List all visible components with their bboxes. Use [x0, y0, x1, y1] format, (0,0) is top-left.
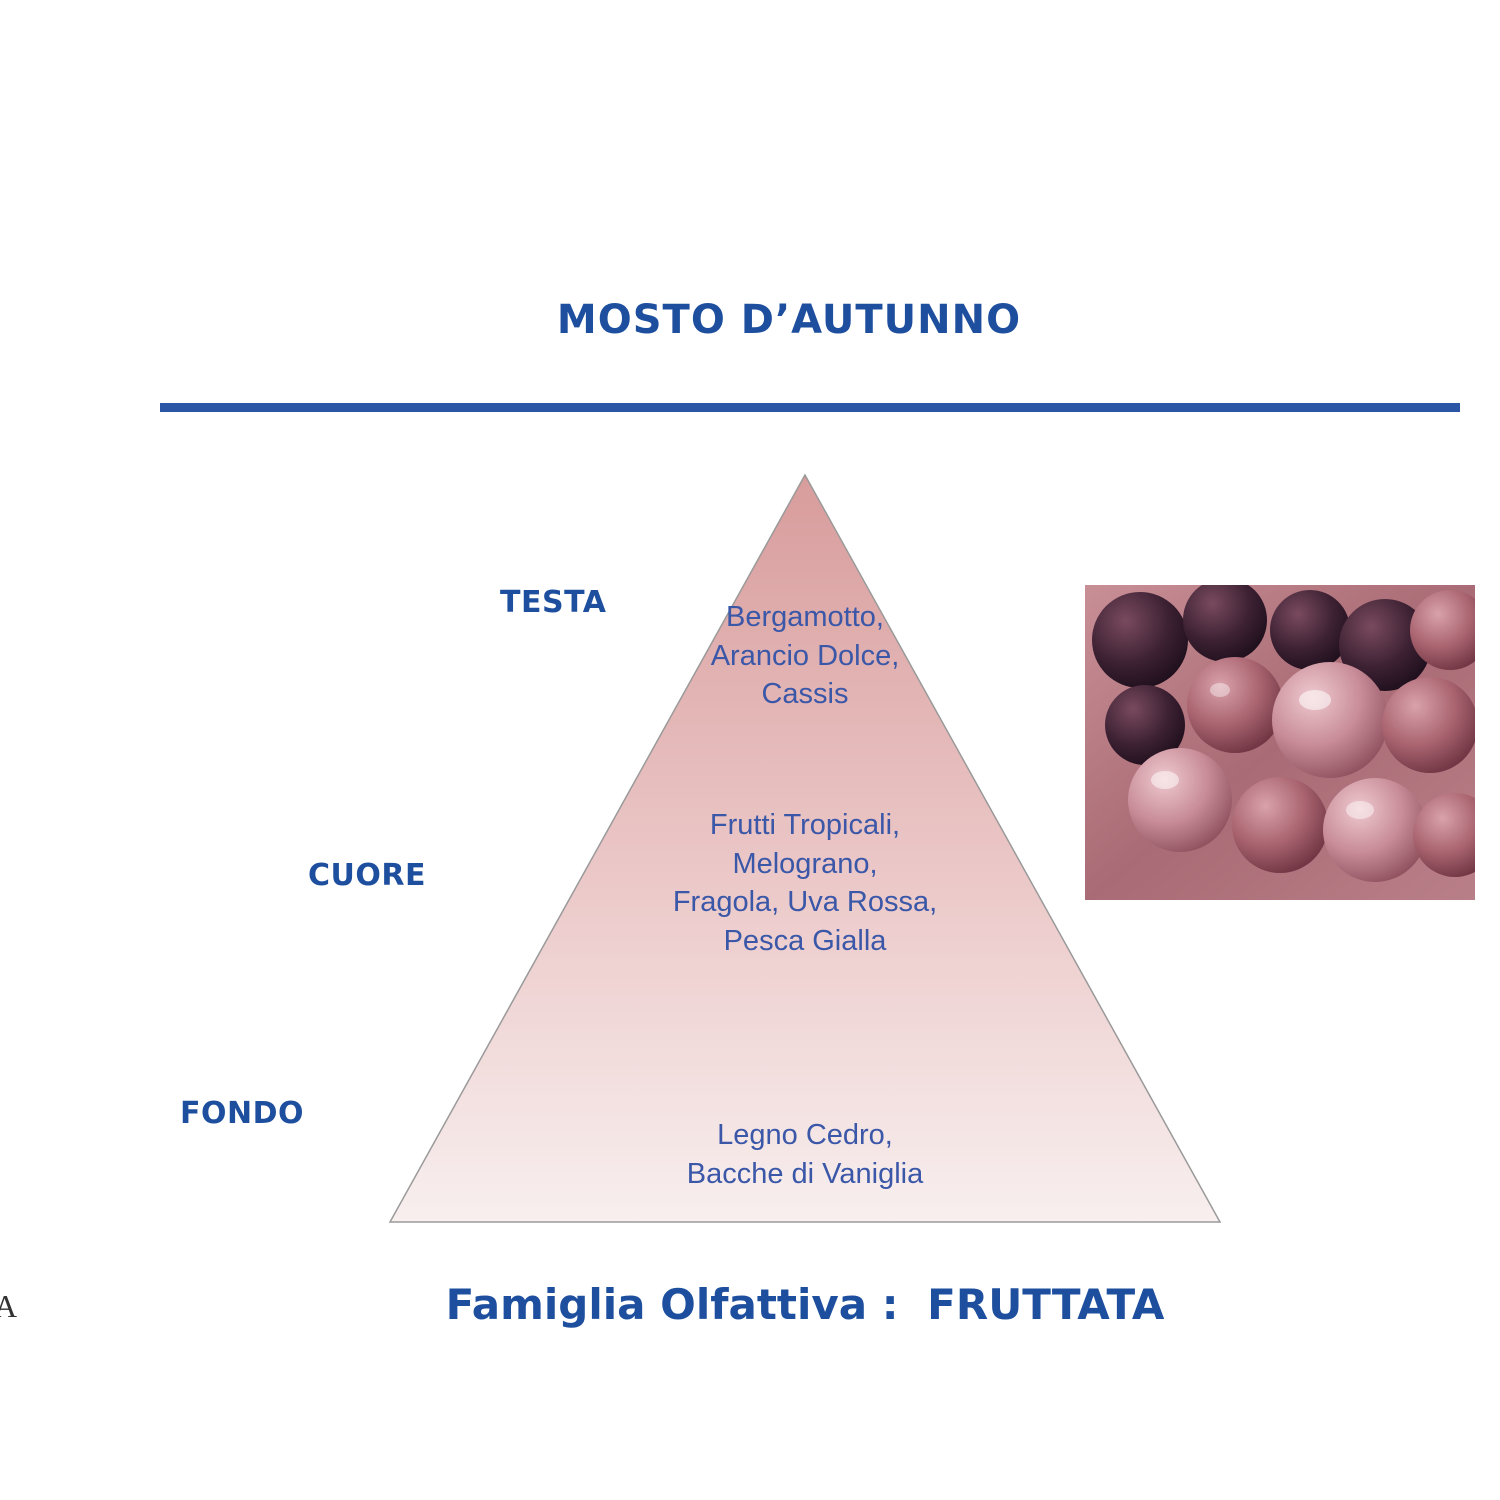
olfactory-family: Famiglia Olfattiva : FRUTTATA [446, 1280, 1165, 1329]
olfactory-family-label: Famiglia Olfattiva : [445, 1280, 899, 1329]
stray-letter: A [0, 1288, 18, 1324]
level-label-testa: TESTA [500, 585, 607, 620]
title-divider [160, 403, 1460, 412]
level-label-fondo: FONDO [180, 1096, 305, 1131]
olfactory-family-value: FRUTTATA [927, 1280, 1165, 1329]
grapes-photo [1085, 585, 1475, 900]
page-title: MOSTO D’AUTUNNO [556, 297, 1022, 343]
fondo-notes: Legno Cedro, Bacche di Vaniglia [686, 1119, 924, 1190]
testa-notes: Bergamotto, Arancio Dolce, Cassis [710, 601, 900, 711]
pyramid-triangle [388, 473, 1222, 1223]
cuore-notes: Frutti Tropicali, Melograno, Fragola, Uv… [672, 809, 938, 957]
level-label-cuore: CUORE [308, 858, 426, 893]
